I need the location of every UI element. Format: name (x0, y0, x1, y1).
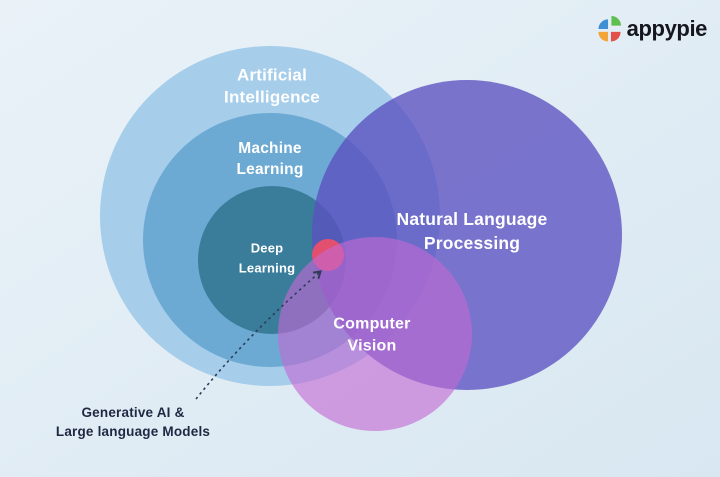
appypie-pie-icon (598, 16, 621, 42)
logo-petal-blue-icon (598, 19, 608, 29)
annotation-dashed-arrow (195, 270, 322, 400)
logo-petal-yellow-icon (598, 31, 608, 42)
brand-name: appypie (626, 16, 708, 41)
appypie-logo: appypie (596, 14, 707, 44)
logo-petal-green-icon (611, 16, 621, 26)
cv-circle (278, 237, 472, 431)
logo-petal-red-icon (610, 31, 621, 42)
